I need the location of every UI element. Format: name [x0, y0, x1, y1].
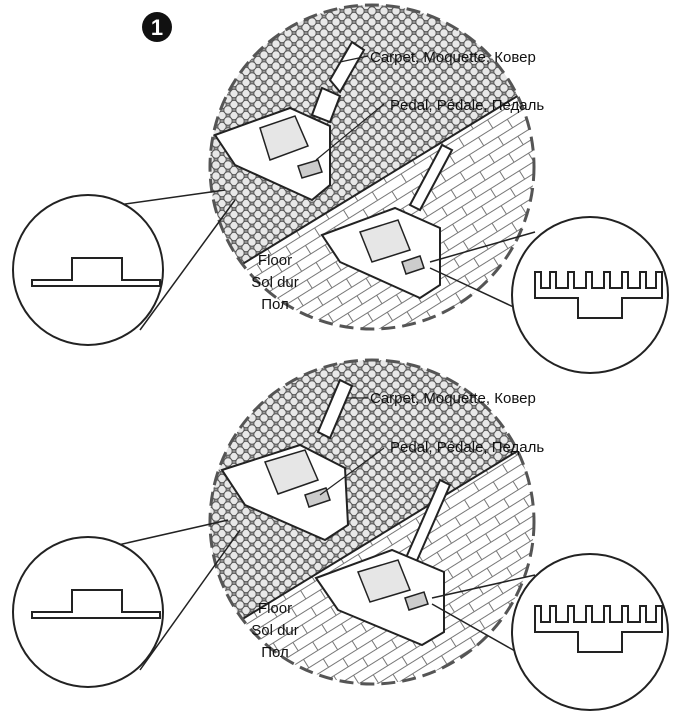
pedal-label: Pedal, Pédale, Педаль — [390, 439, 544, 456]
floor-label-en: Floor — [258, 600, 292, 617]
pedal-icon — [297, 159, 323, 179]
floor-label-fr: Sol dur — [251, 622, 299, 639]
floor-label-ru: Пол — [261, 296, 289, 313]
callout-retracted-profile — [12, 519, 241, 688]
floor-label-ru: Пол — [261, 644, 289, 661]
detail-circle-dashed — [208, 3, 536, 331]
pedal-icon — [401, 255, 425, 275]
pedal-label: Pedal, Pédale, Педаль — [390, 97, 544, 114]
carpet-label: Carpet, Moquette, Ковер — [370, 49, 536, 66]
floor-label-fr: Sol dur — [251, 274, 299, 291]
callout-extended-profile — [429, 216, 669, 374]
pedal-icon — [404, 591, 429, 611]
floor-nozzle — [320, 143, 454, 300]
carpet-label: Carpet, Moquette, Ковер — [370, 390, 536, 407]
carpet-nozzle — [220, 378, 354, 542]
floor-label-en: Floor — [258, 252, 292, 269]
step-number-badge: 1 — [142, 12, 172, 42]
callout-extended-profile — [431, 553, 669, 711]
panel-bottom: Carpet, Moquette, Ковер Pedal, Pédale, П… — [12, 358, 669, 711]
callout-retracted-profile — [12, 189, 236, 346]
floor-nozzle — [314, 478, 452, 647]
svg-text:1: 1 — [151, 15, 163, 40]
carpet-nozzle — [213, 40, 366, 202]
detail-circle-dashed — [208, 358, 536, 686]
panel-top: Carpet, Moquette, Ковер Pedal, Pédale, П… — [12, 3, 669, 374]
